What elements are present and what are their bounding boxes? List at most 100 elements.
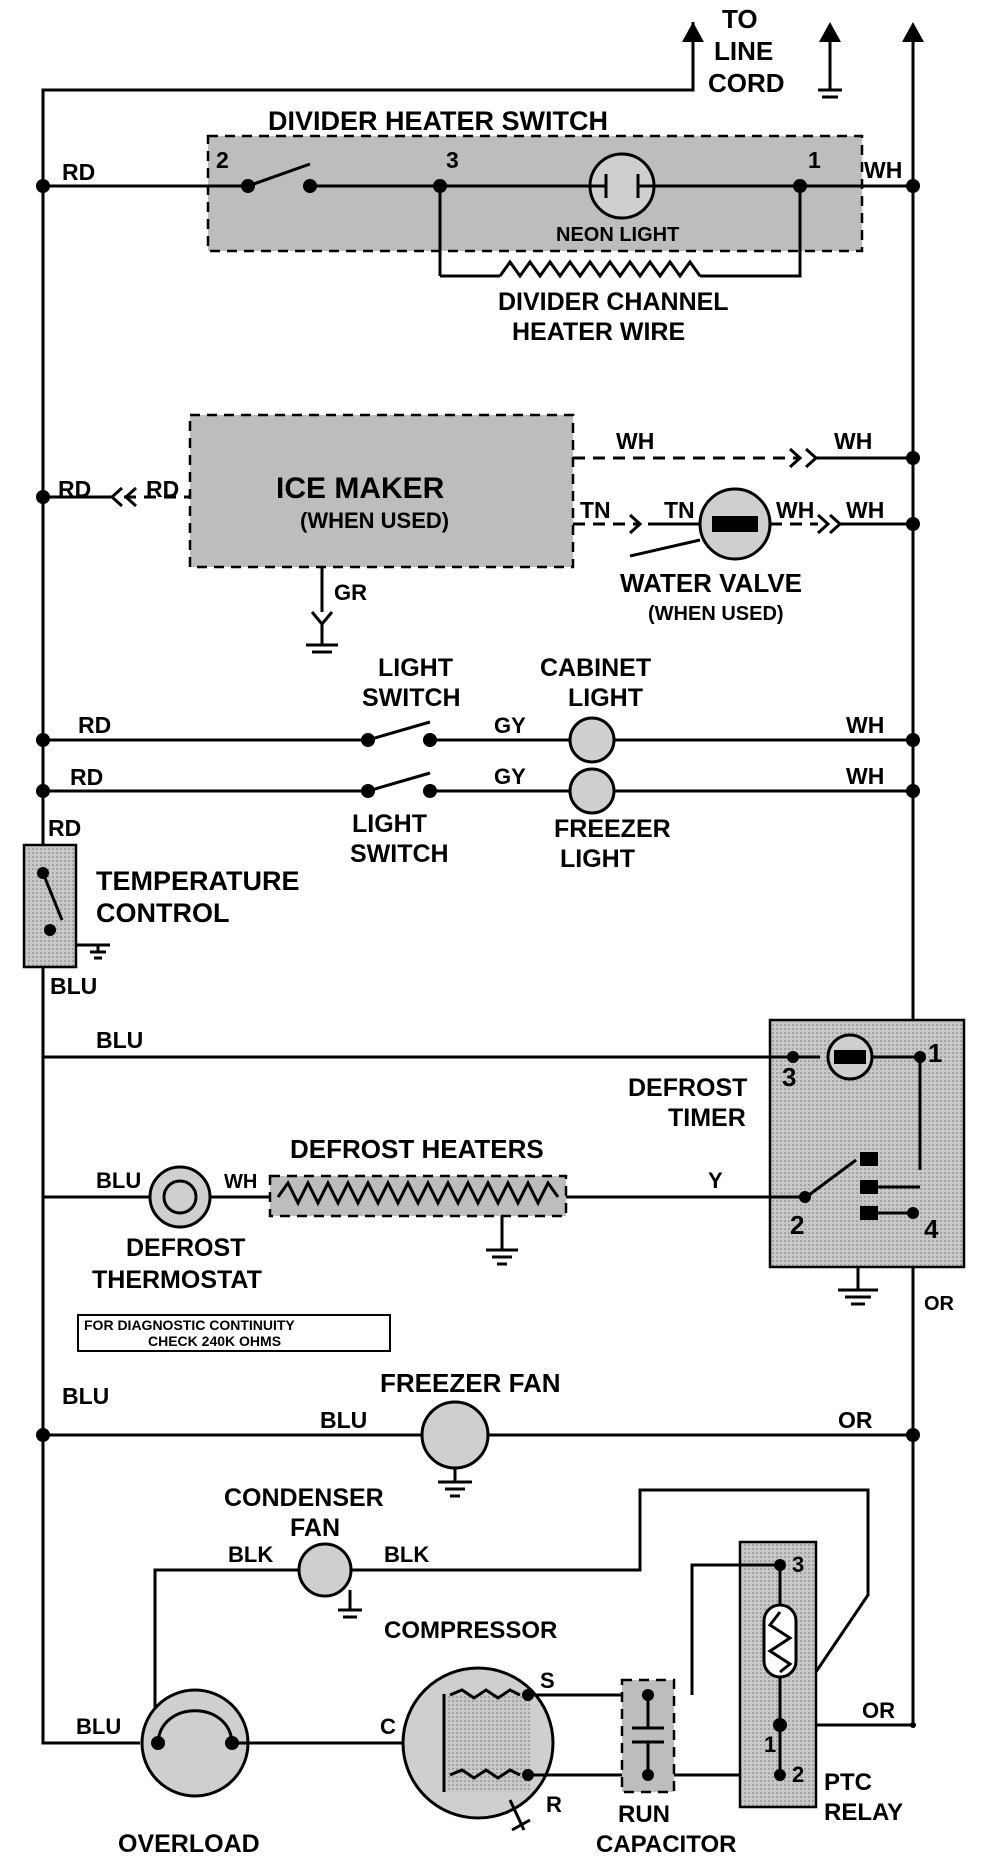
wire-wh-label-1: WH <box>864 157 902 183</box>
timer-terminal-1-label: 1 <box>928 1038 942 1068</box>
divider-heater-switch <box>36 134 920 279</box>
defrost-thermostat-label-1: DEFROST <box>126 1234 245 1262</box>
wire-wh-label-4: WH <box>776 497 814 523</box>
terminal-c-label: C <box>380 1714 396 1739</box>
condenser-fan-icon <box>297 1542 353 1598</box>
condenser-fan-label-2: FAN <box>290 1514 340 1542</box>
ptc-thermistor-icon <box>762 1603 798 1679</box>
temperature-control-label-1: TEMPERATURE <box>96 866 300 896</box>
wire-tn-label-2: TN <box>664 497 695 523</box>
compressor-circuit <box>140 1488 916 1832</box>
timer-terminal-2-label: 2 <box>790 1210 804 1240</box>
light-switch-bottom-label-1: LIGHT <box>352 810 427 838</box>
diagnostic-note-box <box>77 1314 391 1352</box>
terminal-r-label: R <box>546 1792 562 1817</box>
freezer-fan-label: FREEZER FAN <box>380 1368 561 1398</box>
ptc-terminal-3-label: 3 <box>792 1552 804 1577</box>
wire-blu-label-6: BLU <box>76 1714 121 1739</box>
ptc-relay-label-2: RELAY <box>824 1799 903 1826</box>
wire-or-label-3: OR <box>862 1698 895 1723</box>
timer-terminal-3-label: 3 <box>782 1062 796 1092</box>
ptc-terminal-1-label: 1 <box>764 1732 776 1757</box>
wire-rd-label-5: RD <box>70 764 103 790</box>
defrost-timer-label-1: DEFROST <box>628 1074 747 1102</box>
timer-terminal-4-label: 4 <box>924 1214 939 1244</box>
terminal-2-label: 2 <box>216 147 229 173</box>
line-cord-arrows <box>682 22 924 99</box>
wire-wh-label-8: WH <box>224 1171 257 1193</box>
ice-maker-when-used-label: (WHEN USED) <box>300 508 449 533</box>
compressor-label: COMPRESSOR <box>384 1617 557 1644</box>
wire-wh-label-3: WH <box>834 428 872 454</box>
water-valve-label: WATER VALVE <box>620 568 802 598</box>
to-line-cord-label-3: CORD <box>708 68 785 98</box>
ptc-relay-label-1: PTC <box>824 1769 872 1796</box>
wire-gr-label: GR <box>334 580 367 605</box>
light-switch-top-label-1: LIGHT <box>378 654 453 682</box>
wire-rd-label-3: RD <box>146 476 179 502</box>
water-valve-when-used-label: (WHEN USED) <box>648 603 784 625</box>
ground-arrow-icon <box>819 22 841 42</box>
defrost-thermostat-label-2: THERMOSTAT <box>92 1266 262 1294</box>
cabinet-light-icon <box>568 716 616 764</box>
wire-blu-label-1: BLU <box>50 973 97 999</box>
terminal-1-label: 1 <box>808 147 821 173</box>
to-line-cord-label-2: LINE <box>714 36 773 66</box>
ptc-terminal-2-label: 2 <box>792 1762 804 1787</box>
line-cord-arrow-icon <box>682 22 704 42</box>
defrost-timer <box>43 1018 966 1306</box>
wire-blu-label-5: BLU <box>320 1407 367 1433</box>
run-capacitor-label-2: CAPACITOR <box>596 1831 736 1858</box>
light-switch-bottom-label-2: SWITCH <box>350 840 449 868</box>
run-capacitor-label-1: RUN <box>618 1801 670 1828</box>
cabinet-light-label-1: CABINET <box>540 654 651 682</box>
overload-label: OVERLOAD <box>118 1830 260 1858</box>
terminal-3-label: 3 <box>446 147 459 173</box>
neon-light-label: NEON LIGHT <box>556 224 679 246</box>
divider-channel-label: DIVIDER CHANNEL <box>498 288 729 316</box>
defrost-heaters-label: DEFROST HEATERS <box>290 1134 544 1164</box>
freezer-fan-icon <box>420 1400 490 1470</box>
wire-blu-label-4: BLU <box>62 1383 109 1409</box>
defrost-thermostat-icon <box>148 1165 212 1229</box>
divider-heater-switch-label: DIVIDER HEATER SWITCH <box>268 106 608 136</box>
to-line-cord-label-1: TO <box>722 4 758 34</box>
wire-blk-label-2: BLK <box>384 1542 429 1567</box>
light-switch-top-label-2: SWITCH <box>362 684 461 712</box>
wire-rd-label-2: RD <box>58 476 91 502</box>
diagnostic-note-line-1: FOR DIAGNOSTIC CONTINUITY <box>84 1317 295 1333</box>
wire-wh-label-7: WH <box>846 763 884 789</box>
main-buses <box>41 22 915 1745</box>
freezer-light-label-1: FREEZER <box>554 815 671 843</box>
wire-gy-label-1: GY <box>494 713 526 738</box>
terminal-s-label: S <box>540 1668 555 1693</box>
wire-blu-label-3: BLU <box>96 1168 141 1193</box>
neutral-arrow-icon <box>902 22 924 42</box>
condenser-fan-label-1: CONDENSER <box>224 1484 384 1512</box>
temperature-control <box>22 843 110 969</box>
wire-rd-label-6: RD <box>48 815 81 841</box>
defrost-heaters <box>43 1165 811 1352</box>
heater-wire-label: HEATER WIRE <box>512 318 685 346</box>
cabinet-light-label-2: LIGHT <box>568 684 643 712</box>
defrost-timer-label-2: TIMER <box>668 1104 746 1132</box>
freezer-fan <box>36 1400 920 1498</box>
wire-wh-label-5: WH <box>846 497 884 523</box>
ice-maker-label: ICE MAKER <box>276 472 445 505</box>
ice-maker <box>36 413 920 654</box>
light-circuits <box>36 716 920 815</box>
wire-wh-label-2: WH <box>616 428 654 454</box>
wire-gy-label-2: GY <box>494 764 526 789</box>
wire-tn-label-1: TN <box>580 497 611 523</box>
freezer-light-label-2: LIGHT <box>560 845 635 873</box>
wire-blu-label-2: BLU <box>96 1027 143 1053</box>
wire-or-label-1: OR <box>924 1293 955 1315</box>
wire-blk-label-1: BLK <box>228 1542 273 1567</box>
wire-rd-label-4: RD <box>78 712 111 738</box>
diagnostic-note-line-2: CHECK 240K OHMS <box>148 1333 281 1349</box>
temperature-control-label-2: CONTROL <box>96 898 229 928</box>
wire-y-label: Y <box>708 1168 723 1193</box>
wire-or-label-2: OR <box>838 1407 873 1433</box>
